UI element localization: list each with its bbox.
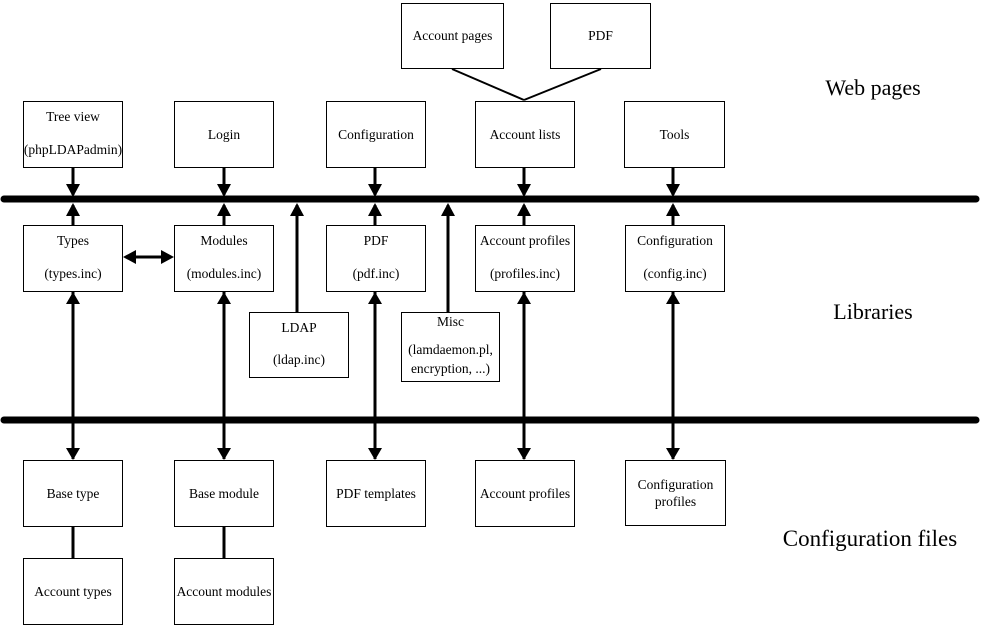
box-account-modules-label: Account modules — [176, 583, 272, 599]
box-base-module: Base module — [174, 460, 274, 527]
line-pdf-to-account-lists — [523, 68, 602, 101]
box-pdf-templates: PDF templates — [326, 460, 426, 527]
arrowhead-right — [161, 250, 174, 264]
box-configuration-lib: Configuration (config.inc) — [625, 225, 725, 292]
arrowhead-down — [666, 448, 680, 460]
box-login: Login — [174, 101, 274, 168]
box-pdf-lib: PDF (pdf.inc) — [326, 225, 426, 292]
box-pdf-lib-subtitle: (pdf.inc) — [352, 266, 400, 281]
arrowhead-down — [66, 184, 80, 197]
box-configuration-web-label: Configuration — [338, 126, 414, 142]
arrowhead-up — [517, 292, 531, 304]
box-tree-view-subtitle: (phpLDAPadmin) — [23, 142, 123, 157]
box-account-types: Account types — [23, 558, 123, 625]
arrowhead-up — [66, 292, 80, 304]
box-modules: Modules (modules.inc) — [174, 225, 274, 292]
box-base-module-label: Base module — [188, 485, 260, 501]
box-modules-subtitle: (modules.inc) — [186, 266, 262, 281]
box-misc-details: (lamdaemon.pl, encryption, ...) — [408, 340, 493, 378]
arrowhead-up — [666, 203, 680, 216]
box-account-profiles-cfg-label: Account profiles — [479, 485, 571, 501]
arrowhead-up — [368, 292, 382, 304]
box-account-types-label: Account types — [34, 583, 112, 599]
arrowhead-down — [66, 448, 80, 460]
box-pdf: PDF — [550, 3, 651, 69]
box-configuration-web: Configuration — [326, 101, 426, 168]
box-tools: Tools — [624, 101, 725, 168]
section-label-configuration-files: Configuration files — [782, 526, 958, 551]
arrowhead-left — [123, 250, 136, 264]
box-tools-label: Tools — [659, 126, 690, 142]
box-account-profiles-lib-title: Account profiles — [479, 233, 571, 248]
box-misc: Misc (lamdaemon.pl, encryption, ...) — [401, 312, 500, 382]
arrowhead-up-ldap — [290, 203, 304, 216]
arrowhead-down — [517, 184, 531, 197]
arrowhead-up-misc — [441, 203, 455, 216]
box-ldap-title: LDAP — [281, 320, 317, 335]
box-account-pages: Account pages — [401, 3, 504, 69]
box-configuration-profiles: Configuration profiles — [625, 460, 726, 526]
box-account-profiles-cfg: Account profiles — [475, 460, 575, 527]
box-types-subtitle: (types.inc) — [44, 266, 102, 281]
box-configuration-profiles-line1: Configuration — [637, 477, 714, 492]
merge-lines — [451, 68, 602, 101]
box-account-pages-label: Account pages — [412, 28, 493, 43]
arrowhead-down — [517, 448, 531, 460]
box-tree-view-title: Tree view — [46, 109, 100, 124]
box-pdf-label: PDF — [588, 28, 613, 43]
box-configuration-profiles-line2: profiles — [654, 494, 697, 509]
box-base-type: Base type — [23, 460, 123, 527]
arrowhead-down — [368, 448, 382, 460]
section-label-web-pages: Web pages — [825, 75, 921, 100]
box-misc-detail-line2: encryption, ...) — [410, 361, 491, 376]
box-account-lists-label: Account lists — [489, 126, 561, 142]
box-tree-view: Tree view (phpLDAPadmin) — [23, 101, 123, 168]
arrowhead-up — [368, 203, 382, 216]
line-account-pages-to-account-lists — [451, 68, 525, 101]
box-ldap-subtitle: (ldap.inc) — [272, 352, 326, 367]
box-base-type-label: Base type — [46, 485, 100, 501]
box-account-profiles-lib: Account profiles (profiles.inc) — [475, 225, 575, 292]
arrowhead-down — [368, 184, 382, 197]
arrowhead-down — [217, 448, 231, 460]
arrowhead-down — [217, 184, 231, 197]
box-modules-title: Modules — [200, 233, 248, 248]
arrowhead-up — [517, 203, 531, 216]
arrowhead-up — [66, 203, 80, 216]
box-login-label: Login — [207, 126, 241, 142]
section-label-libraries: Libraries — [833, 299, 913, 324]
box-pdf-lib-title: PDF — [363, 233, 389, 248]
box-configuration-lib-title: Configuration — [637, 233, 713, 248]
arrowhead-up — [217, 292, 231, 304]
box-pdf-templates-label: PDF templates — [336, 485, 416, 501]
box-account-modules: Account modules — [174, 558, 274, 625]
arrowhead-up — [666, 292, 680, 304]
box-types: Types (types.inc) — [23, 225, 123, 292]
box-misc-title: Misc — [437, 314, 464, 329]
box-configuration-lib-subtitle: (config.inc) — [643, 266, 707, 281]
box-misc-detail-line1: (lamdaemon.pl, — [408, 342, 493, 357]
box-ldap: LDAP (ldap.inc) — [249, 312, 349, 378]
box-types-title: Types — [56, 233, 90, 248]
box-account-lists: Account lists — [475, 101, 575, 168]
arrowhead-down — [666, 184, 680, 197]
arrowhead-up — [217, 203, 231, 216]
box-account-profiles-lib-subtitle: (profiles.inc) — [489, 266, 561, 281]
